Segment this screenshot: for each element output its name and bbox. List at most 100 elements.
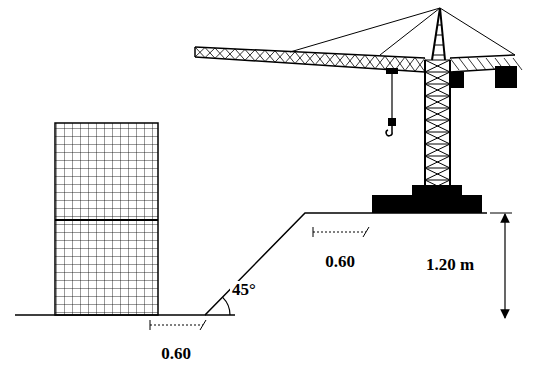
jib-brace	[195, 47, 205, 57]
jib-brace	[385, 56, 395, 70]
jib-brace	[415, 58, 425, 71]
tower-brace	[425, 132, 450, 133]
dimension-tick	[200, 320, 206, 330]
tower-brace	[425, 132, 450, 144]
jib-brace	[365, 55, 375, 69]
jib-brace	[375, 56, 385, 70]
mast-brace	[439, 15, 441, 16]
jib-brace	[235, 49, 245, 60]
jib-brace	[265, 50, 275, 62]
crane-footing	[412, 185, 462, 197]
jib-brace	[405, 57, 415, 71]
tower-brace	[425, 144, 450, 145]
tower-brace	[425, 180, 450, 181]
building-floor-line	[55, 219, 158, 221]
tower-brace	[425, 120, 450, 132]
mast-brace	[434, 45, 443, 46]
tower-brace	[425, 144, 450, 156]
tower-crane	[195, 8, 522, 192]
mast	[440, 8, 445, 60]
jib-brace	[225, 49, 235, 59]
jib-chord	[195, 47, 425, 58]
pendant-cable	[290, 8, 440, 52]
ground-profile	[15, 213, 487, 315]
jib-brace	[365, 56, 375, 68]
tower-brace	[425, 60, 450, 61]
hook	[386, 126, 392, 136]
jib-brace	[245, 49, 255, 61]
jib-brace	[215, 48, 225, 58]
tower-brace	[425, 72, 450, 84]
tower-brace	[425, 108, 450, 120]
jib-brace	[295, 52, 305, 63]
counter-jib-brace	[477, 58, 486, 70]
jib-brace	[405, 58, 415, 71]
counter-jib-brace	[486, 58, 495, 70]
crane-base	[372, 195, 482, 213]
jib-brace	[255, 50, 265, 62]
tower-brace	[425, 180, 450, 192]
jib-brace	[325, 54, 335, 66]
jib-brace	[345, 55, 355, 67]
jib-brace	[315, 53, 325, 66]
jib-brace	[285, 52, 295, 63]
jib-brace	[335, 54, 345, 66]
jib-brace	[375, 56, 385, 69]
pendant-cable	[440, 8, 515, 55]
mast	[432, 8, 440, 60]
tower-brace	[425, 168, 450, 180]
jib-brace	[215, 48, 225, 59]
dimension-label: 0.60	[159, 345, 193, 364]
dimension-tick	[363, 227, 369, 237]
dimension-line	[313, 232, 366, 233]
jib-brace	[275, 51, 285, 63]
jib-brace	[335, 54, 345, 67]
jib-brace	[325, 53, 335, 66]
counter-jib-brace	[468, 58, 477, 70]
mast-brace	[436, 35, 443, 36]
jib-brace	[315, 53, 325, 65]
counterweight	[495, 66, 517, 88]
tower-brace	[425, 60, 450, 72]
jib-brace	[355, 55, 365, 68]
pendant-cable	[380, 8, 440, 55]
jib-brace	[305, 53, 315, 64]
jib-brace	[265, 51, 275, 62]
counter-jib	[450, 55, 515, 58]
jib-brace	[225, 48, 235, 59]
jib-brace	[275, 51, 285, 62]
jib-brace	[305, 52, 315, 65]
counter-jib-brace	[459, 58, 468, 70]
hoist-cable	[391, 74, 392, 118]
jib-end	[194, 47, 196, 57]
jib-brace	[235, 49, 245, 59]
tower-brace	[425, 156, 450, 168]
tower-brace	[425, 72, 450, 84]
tower-brace	[425, 96, 450, 108]
jib-brace	[195, 47, 205, 58]
tower-brace	[425, 84, 450, 85]
hook-block	[388, 118, 396, 126]
dimension-label: 1.20 m	[424, 256, 476, 275]
jib-brace	[385, 57, 395, 70]
tower-brace	[425, 60, 450, 72]
tower-brace	[425, 120, 450, 132]
tower-brace	[425, 84, 450, 96]
jib-brace	[295, 52, 305, 64]
tower-brace	[425, 108, 450, 109]
dimension-line	[150, 325, 203, 326]
tower-brace	[425, 96, 450, 108]
jib-brace	[205, 48, 215, 58]
jib-brace	[345, 54, 355, 67]
tower-brace	[425, 132, 450, 144]
dimension-extension	[490, 213, 512, 214]
jib-brace	[415, 58, 425, 72]
jib-brace	[255, 50, 265, 61]
building	[55, 123, 158, 315]
tower-brace	[425, 180, 450, 192]
tower-brace	[425, 156, 450, 168]
tower-brace	[425, 156, 450, 157]
jib-brace	[355, 55, 365, 67]
